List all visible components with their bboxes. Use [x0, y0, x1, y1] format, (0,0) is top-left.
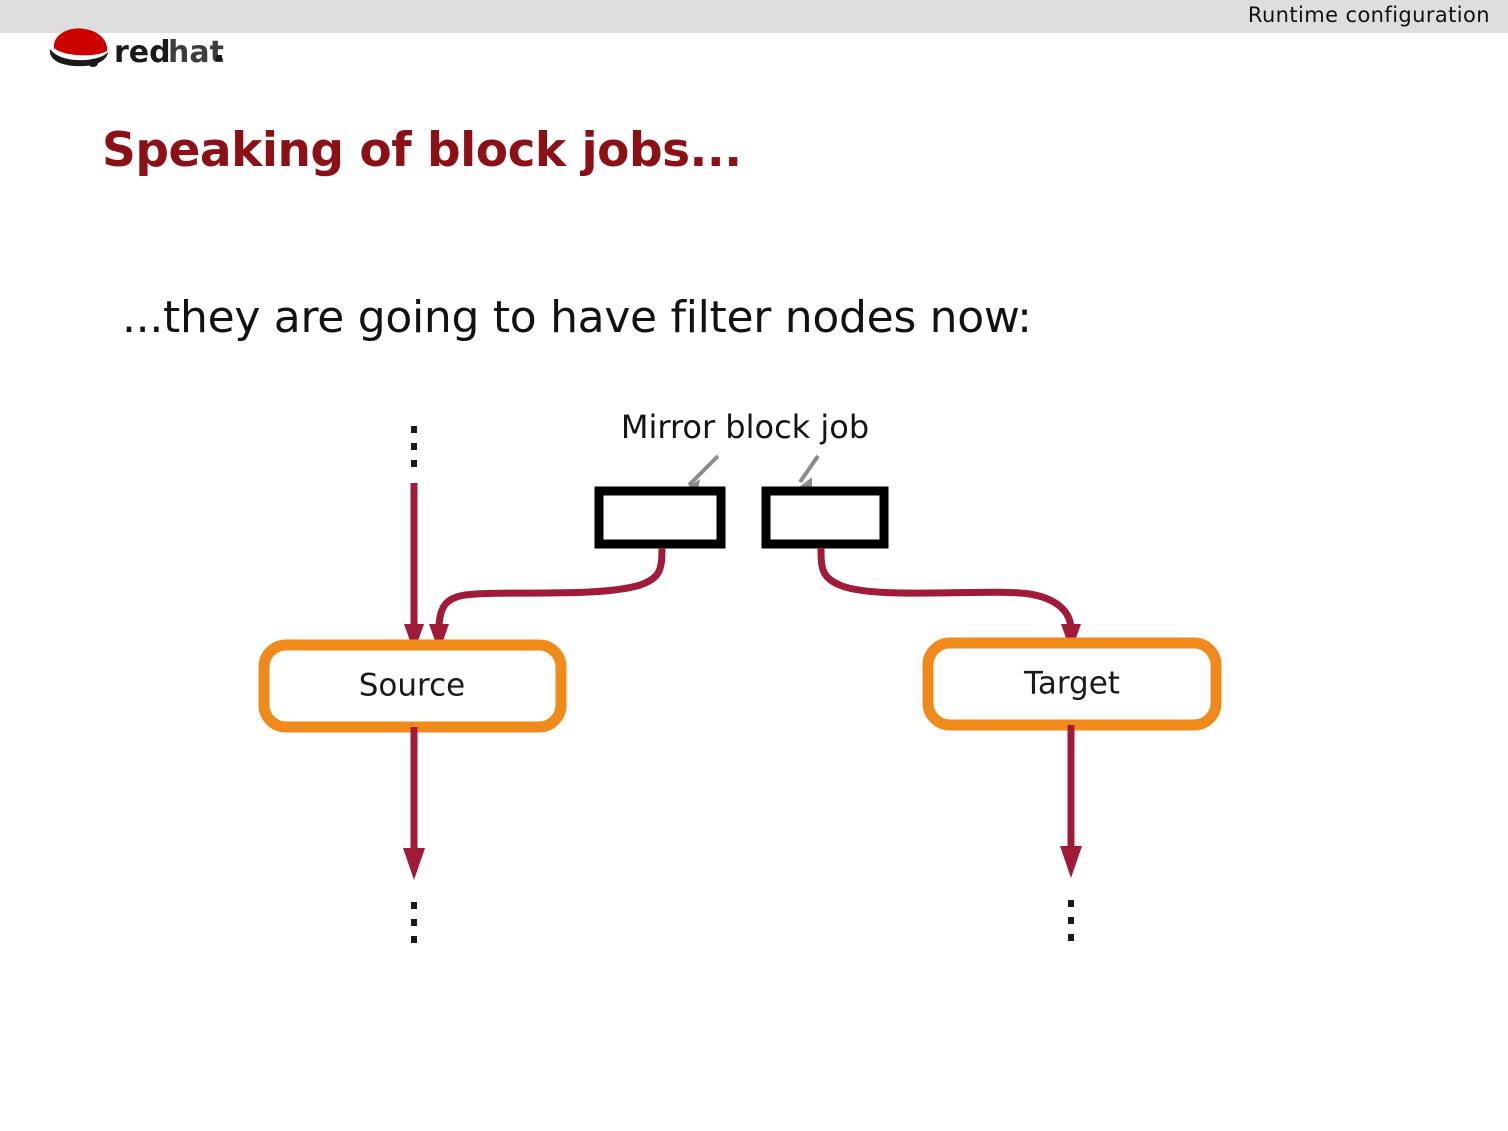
- redhat-wordmark-hat: hat: [168, 35, 224, 70]
- ellipsis-bottom-left: [411, 902, 417, 943]
- shadowman-hat-icon: [49, 28, 108, 67]
- ellipsis-top-left: [411, 426, 417, 467]
- target-node[interactable]: Target: [922, 637, 1222, 731]
- page-title: Speaking of block jobs...: [102, 123, 742, 178]
- edge-below-target: [1060, 725, 1082, 878]
- source-node-label: Source: [359, 668, 465, 704]
- redhat-wordmark-dot: [216, 55, 222, 61]
- section-title: Runtime configuration: [1247, 3, 1490, 27]
- edge-filter-to-target: [817, 547, 1081, 652]
- block-graph-diagram: Mirror block job: [0, 380, 1508, 1000]
- edge-into-source-from-above: [404, 483, 424, 652]
- edge-filter-to-source: [429, 547, 666, 652]
- source-node[interactable]: Source: [258, 639, 567, 733]
- target-node-label: Target: [1023, 666, 1120, 702]
- redhat-logo: red hat: [44, 22, 254, 72]
- ellipsis-bottom-right: [1068, 900, 1074, 941]
- mirror-block-job-label: Mirror block job: [621, 408, 869, 446]
- body-text: ...they are going to have filter nodes n…: [122, 292, 1032, 343]
- mirror-filter-node-source[interactable]: [594, 486, 726, 549]
- mirror-filter-node-target[interactable]: [761, 486, 889, 549]
- edge-below-source: [403, 727, 425, 880]
- redhat-wordmark-red: red: [114, 35, 171, 70]
- header-bar: [0, 0, 1508, 33]
